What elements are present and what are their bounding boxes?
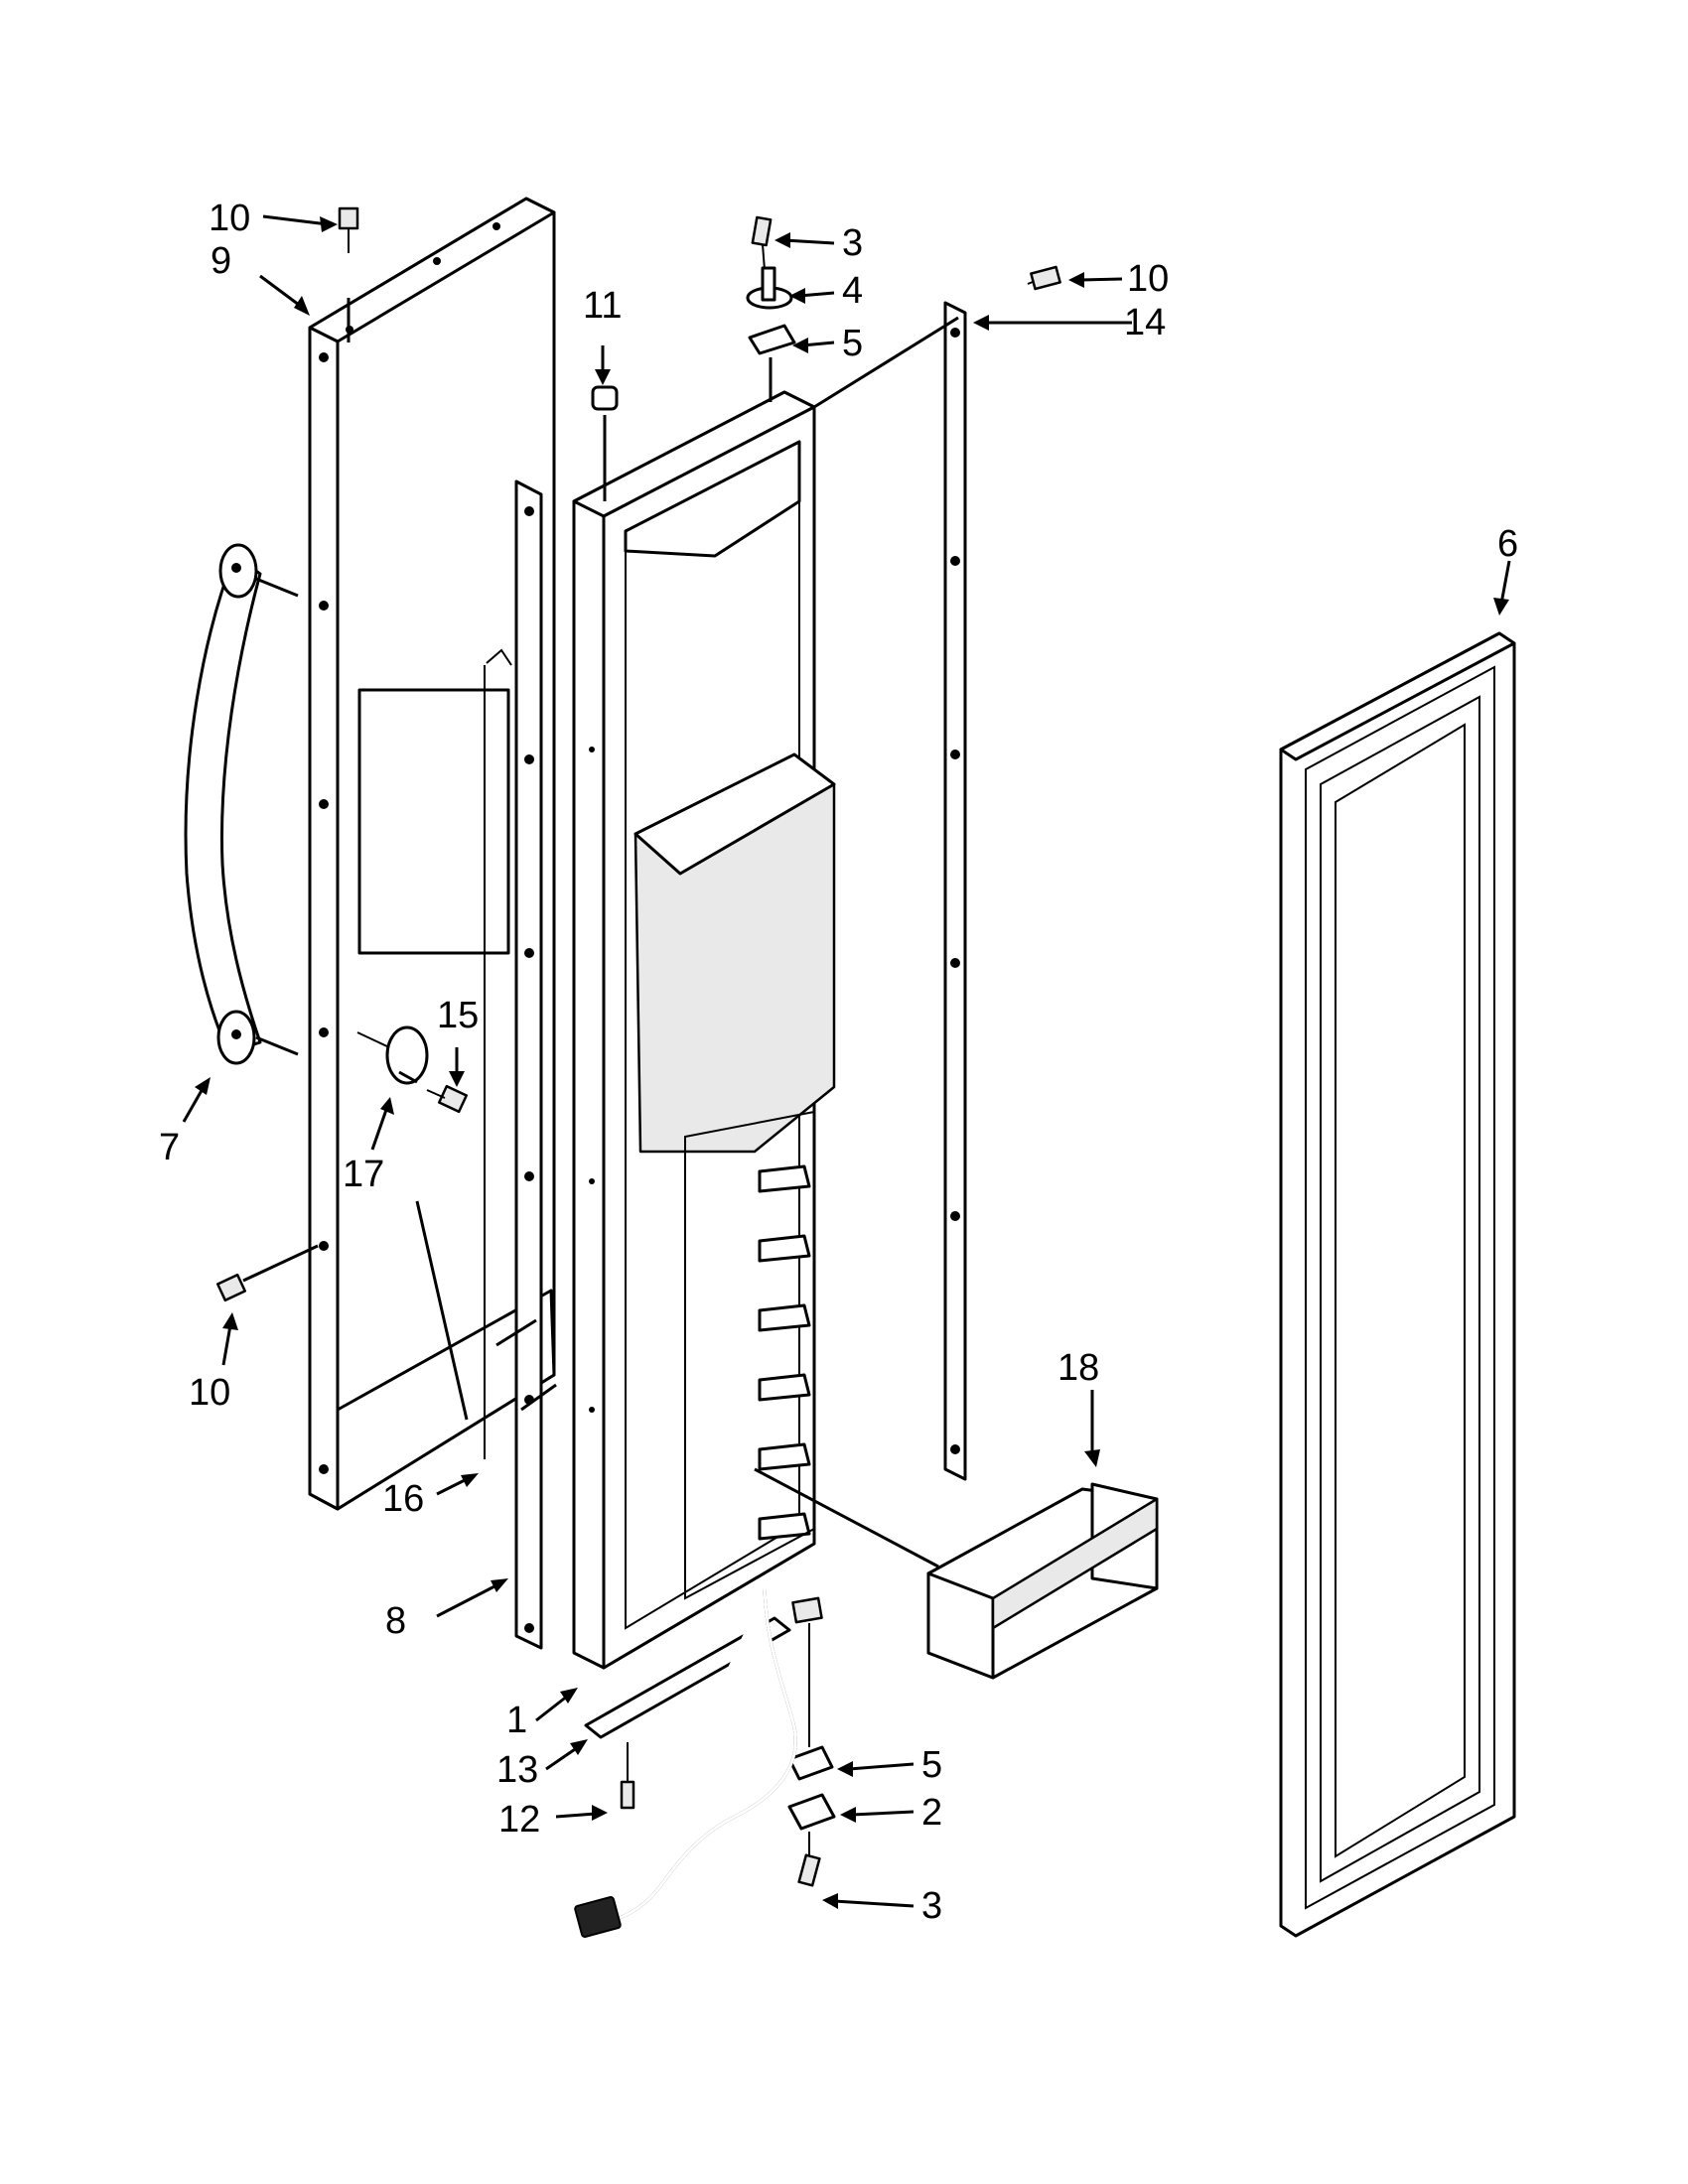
callout-3-bottom: 3 bbox=[921, 1885, 942, 1927]
callout-8: 8 bbox=[385, 1600, 406, 1642]
callout-16: 16 bbox=[382, 1478, 424, 1520]
door-bin bbox=[926, 1482, 1159, 1680]
insulation-panel bbox=[484, 648, 512, 1459]
callout-12: 12 bbox=[498, 1799, 540, 1841]
leader-lines bbox=[182, 214, 1511, 1909]
frame-screw-left bbox=[215, 1244, 319, 1302]
callout-10-top-right: 10 bbox=[1127, 258, 1169, 300]
door-shelves bbox=[758, 1164, 811, 1541]
trim-strip-left bbox=[514, 479, 543, 1650]
bracket-screw bbox=[426, 1084, 469, 1114]
frame-screw-top bbox=[338, 206, 359, 342]
frame-holes bbox=[319, 222, 500, 1474]
callout-9: 9 bbox=[211, 240, 231, 282]
bracket-screw-bottom bbox=[620, 1742, 635, 1810]
callout-6: 6 bbox=[1497, 523, 1518, 565]
wire-harness bbox=[574, 1587, 797, 1938]
callout-1: 1 bbox=[506, 1700, 527, 1741]
callout-15: 15 bbox=[437, 995, 479, 1036]
door-handle bbox=[184, 543, 262, 1065]
door-liner-assembly bbox=[572, 390, 836, 1670]
door-gasket bbox=[1279, 631, 1516, 1938]
liner-screw-top-right bbox=[1027, 265, 1061, 291]
callout-5-top: 5 bbox=[842, 323, 863, 364]
callout-18: 18 bbox=[1057, 1347, 1099, 1389]
callout-14: 14 bbox=[1124, 302, 1166, 343]
top-hinge-hardware bbox=[746, 215, 796, 402]
callout-5-bottom: 5 bbox=[921, 1744, 942, 1786]
trim-strip-right bbox=[943, 301, 967, 1481]
callout-labels: 10 9 11 3 4 5 10 14 6 7 15 17 10 18 16 8… bbox=[159, 198, 1518, 1927]
callout-11: 11 bbox=[583, 285, 622, 327]
callout-2: 2 bbox=[921, 1792, 942, 1834]
callout-13: 13 bbox=[496, 1749, 538, 1791]
bottom-hinge-hardware bbox=[787, 1596, 836, 1887]
callout-10-left: 10 bbox=[189, 1372, 230, 1414]
callout-10-top-left: 10 bbox=[209, 198, 250, 239]
callout-7: 7 bbox=[159, 1127, 180, 1168]
callout-17: 17 bbox=[343, 1154, 384, 1195]
callout-4: 4 bbox=[842, 270, 863, 312]
callout-3-top: 3 bbox=[842, 222, 863, 264]
top-plug bbox=[591, 385, 619, 501]
handle-bracket bbox=[356, 1025, 429, 1085]
